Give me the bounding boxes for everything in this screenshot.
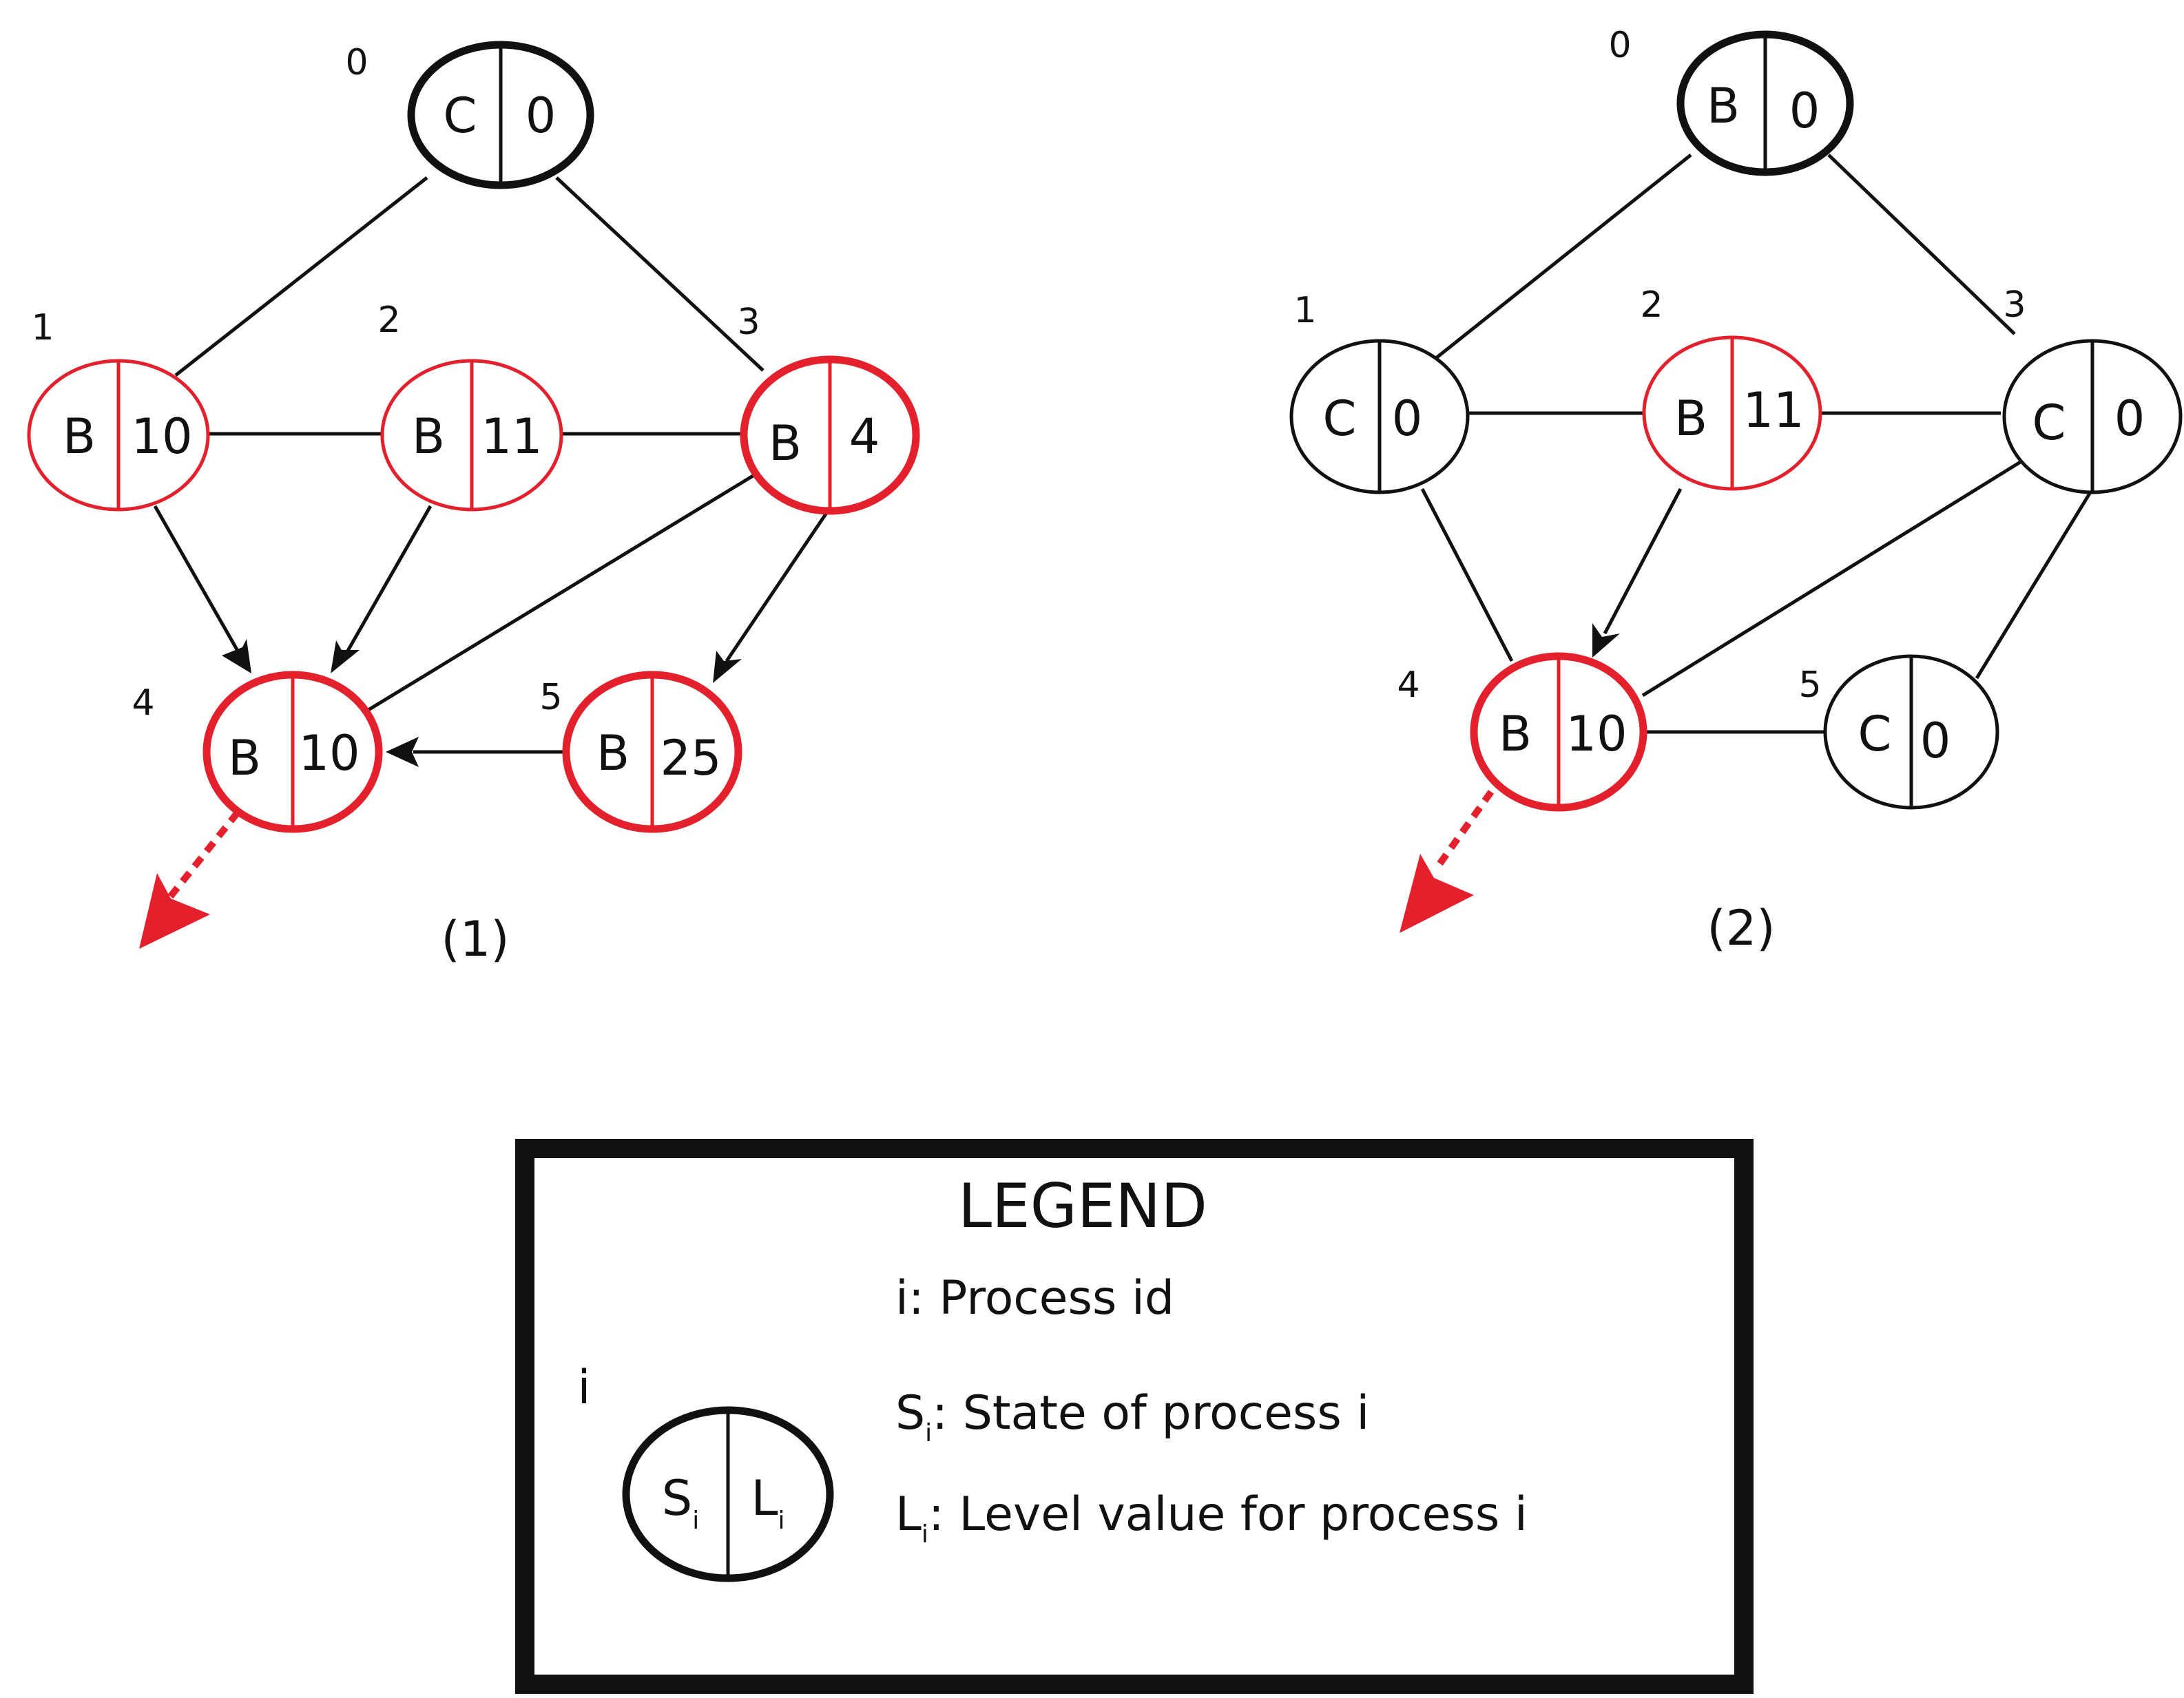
legend-level-line: Li: Level value for process i xyxy=(895,1487,1528,1549)
node-4: B 10 4 xyxy=(132,671,383,833)
node-state: B xyxy=(63,408,96,465)
node-level: 10 xyxy=(1566,706,1627,762)
node-id: 2 xyxy=(377,300,400,341)
node-3: C 0 3 xyxy=(2002,284,2183,494)
node-level: 0 xyxy=(2114,390,2145,447)
arrow-5-to-4 xyxy=(386,737,566,767)
edge-0-3 xyxy=(1827,154,2016,335)
node-state: C xyxy=(1323,390,1357,447)
node-id: 4 xyxy=(1397,664,1419,706)
legend-node: Si Li xyxy=(622,1406,834,1582)
node-5: B 25 5 xyxy=(539,671,742,833)
node-level: 25 xyxy=(660,730,721,786)
diagram-1: C 0 0 B 10 1 B 11 2 B 4 3 B xyxy=(27,41,920,967)
legend-state-line: Si: State of process i xyxy=(895,1386,1369,1447)
node-id: 5 xyxy=(539,677,562,718)
arrow-2-to-4 xyxy=(331,505,433,673)
diagram-caption: (2) xyxy=(1707,900,1775,956)
diagram-caption: (1) xyxy=(441,911,509,967)
diagram-2: B 0 0 C 0 1 B 11 2 C 0 3 B xyxy=(1289,25,2183,956)
legend-node-id: i xyxy=(578,1361,591,1415)
legend-title: LEGEND xyxy=(958,1171,1207,1241)
node-state: B xyxy=(228,730,261,786)
node-state: C xyxy=(1858,706,1892,762)
edge-3-5 xyxy=(1975,491,2092,680)
node-level: 10 xyxy=(298,725,360,782)
node-state: B xyxy=(1674,390,1707,447)
node-id: 5 xyxy=(1798,664,1821,706)
node-5: C 0 5 xyxy=(1798,654,1999,810)
node-level: 11 xyxy=(481,408,542,465)
node-2: B 11 2 xyxy=(377,300,563,512)
legend-process-id-line: i: Process id xyxy=(895,1271,1174,1325)
node-state: B xyxy=(1499,706,1532,762)
node-level: 0 xyxy=(526,87,557,144)
node-id: 4 xyxy=(132,682,154,724)
edge-0-1 xyxy=(1435,154,1692,359)
node-id: 0 xyxy=(345,42,368,83)
node-id: 0 xyxy=(1608,25,1631,66)
edge-1-4 xyxy=(1420,488,1514,662)
node-2: B 11 2 xyxy=(1640,284,1822,491)
node-id: 3 xyxy=(737,302,760,343)
legend-box: LEGEND i Si Li i: Process id Si: State o… xyxy=(515,1139,1754,1694)
node-id: 3 xyxy=(2003,284,2026,326)
legend-level-symbol: Li xyxy=(751,1470,784,1535)
edge-0-3 xyxy=(555,176,765,372)
node-state: B xyxy=(1707,78,1740,134)
node-level: 0 xyxy=(1920,713,1951,769)
node-id: 1 xyxy=(1293,290,1316,331)
node-state: B xyxy=(769,415,802,472)
node-id: 2 xyxy=(1640,284,1663,326)
node-1: B 10 1 xyxy=(27,307,210,512)
node-state: B xyxy=(412,408,445,465)
outgoing-dashed-arrow xyxy=(1400,790,1495,933)
node-0: C 0 0 xyxy=(345,41,594,189)
node-state: C xyxy=(444,87,477,144)
edge-3-4 xyxy=(1641,459,2023,698)
node-4: B 10 4 xyxy=(1397,652,1647,812)
node-level: 0 xyxy=(1789,83,1820,139)
node-0: B 0 0 xyxy=(1608,25,1854,176)
node-1: C 0 1 xyxy=(1289,290,1470,494)
arrow-2-to-4 xyxy=(1592,488,1683,658)
node-level: 11 xyxy=(1743,382,1804,439)
node-level: 4 xyxy=(849,408,880,465)
arrow-1-to-4 xyxy=(153,505,251,673)
node-id: 1 xyxy=(31,307,54,348)
edge-0-1 xyxy=(174,176,428,377)
edge-3-4 xyxy=(357,473,756,718)
outgoing-dashed-arrow xyxy=(139,810,240,949)
node-level: 0 xyxy=(1392,390,1423,447)
node-3: B 4 3 xyxy=(737,302,920,515)
arrow-3-to-5 xyxy=(713,512,829,683)
node-level: 10 xyxy=(131,408,192,465)
node-state: B xyxy=(596,725,630,782)
legend-state-symbol: Si xyxy=(662,1470,699,1535)
node-state: C xyxy=(2032,395,2066,451)
